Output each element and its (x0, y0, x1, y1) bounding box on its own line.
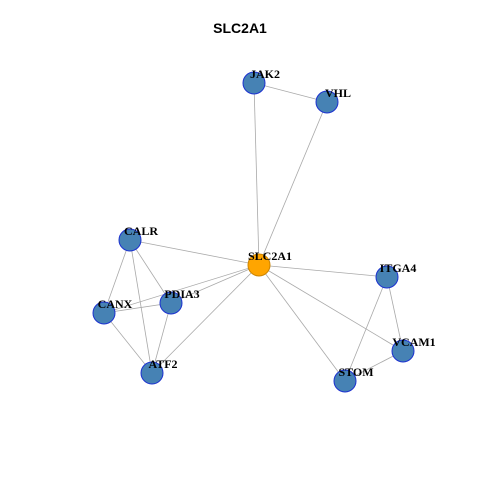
node-vcam1 (391, 339, 415, 363)
node-stom (333, 369, 357, 393)
edge-layer (103, 82, 404, 382)
edge-pdia3-atf2 (151, 302, 172, 374)
edge-jak2-vhl (253, 82, 328, 103)
node-label-atf2: ATF2 (148, 357, 177, 371)
edge-itga4-vcam1 (386, 276, 404, 352)
node-vhl (315, 90, 339, 114)
edge-slc2a1-jak2 (253, 82, 260, 266)
edge-calr-atf2 (129, 239, 153, 374)
node-label-itga4: ITGA4 (380, 261, 417, 275)
edge-slc2a1-calr (129, 239, 260, 266)
node-label-jak2: JAK2 (250, 67, 280, 81)
node-slc2a1 (247, 253, 271, 277)
edge-calr-canx (103, 239, 131, 314)
node-atf2 (140, 361, 164, 385)
edge-slc2a1-stom (258, 264, 346, 382)
node-label-vcam1: VCAM1 (392, 335, 435, 349)
node-label-canx: CANX (98, 297, 133, 311)
edge-itga4-stom (344, 276, 388, 382)
node-label-vhl: VHL (325, 86, 351, 100)
edge-canx-atf2 (103, 312, 153, 374)
node-label-slc2a1: SLC2A1 (248, 249, 292, 263)
edge-slc2a1-atf2 (151, 264, 260, 374)
edge-slc2a1-pdia3 (170, 264, 260, 304)
node-label-stom: STOM (338, 365, 373, 379)
edge-slc2a1-vhl (258, 101, 328, 266)
node-layer (92, 71, 415, 393)
node-calr (118, 228, 142, 252)
node-itga4 (375, 265, 399, 289)
edge-calr-pdia3 (129, 239, 172, 304)
node-jak2 (242, 71, 266, 95)
edge-slc2a1-vcam1 (258, 264, 404, 352)
node-label-calr: CALR (124, 224, 158, 238)
node-label-pdia3: PDIA3 (164, 287, 199, 301)
chart-title: SLC2A1 (213, 20, 267, 36)
node-pdia3 (159, 291, 183, 315)
edge-slc2a1-itga4 (258, 264, 388, 278)
node-canx (92, 301, 116, 325)
edge-slc2a1-canx (103, 264, 260, 314)
